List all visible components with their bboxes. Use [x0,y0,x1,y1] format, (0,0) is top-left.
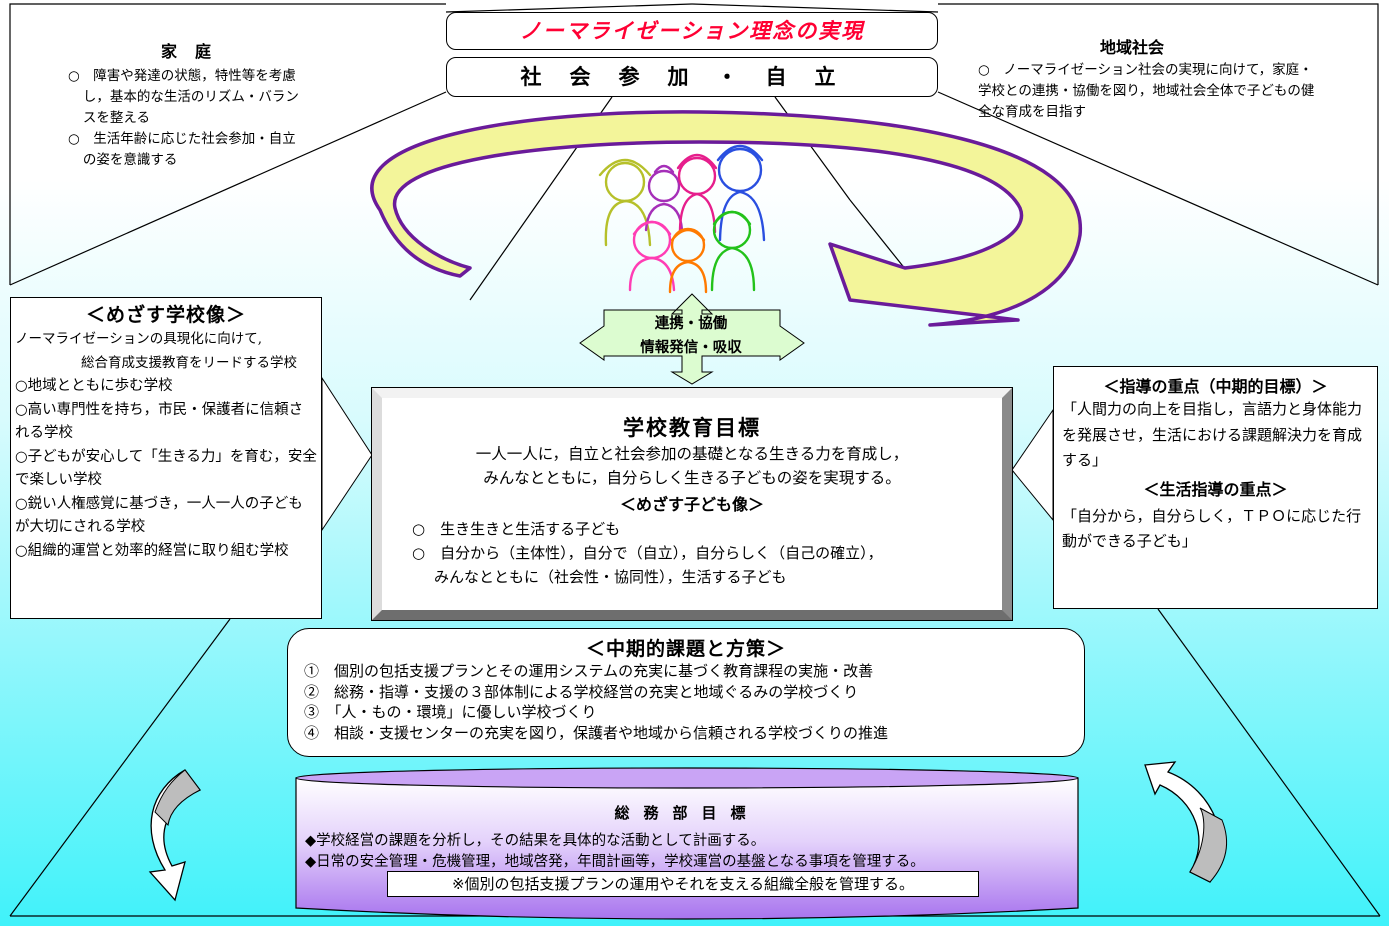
link-label-line2: 情報発信・吸収 [640,340,742,356]
community-heading: 地域社会 [1100,38,1165,57]
general-affairs-heading: 総務部目標 [614,804,760,822]
family-item: ○ 生活年齢に応じた社会参加・自立の姿を意識する [68,131,296,168]
child-image-item: ○ 生き生きと生活する子ども [412,520,621,538]
general-affairs-note: ※個別の包括支援プランの運用やそれを支える組織全般を管理する。 [387,871,979,897]
cycle-arrow-icon [370,110,1082,327]
school-goal-line2: みんなとともに，自分らしく生きる子どもの姿を実現する。 [483,469,901,487]
school-image-lead2: 総合育成支援教育をリードする学校 [81,354,297,371]
school-image-item: ○鋭い人権感覚に基づき，一人一人の子どもが大切にされる学校 [15,495,303,536]
left-curved-arrow-fill [154,769,201,827]
midterm-item: ④ 相談・支援センターの充実を図り，保護者や地域から信頼される学校づくりの推進 [304,723,888,742]
life-guidance-heading: ＜生活指導の重点＞ [1143,479,1288,499]
child-image-item: ○ 自分から（主体性），自分で（自立），自分らしく（自己の確立）， [412,544,883,562]
school-image-lead1: ノーマライゼーションの具現化に向けて, [15,331,263,347]
community-text: ○ ノーマライゼーション社会の実現に向けて，家庭・学校との連携・協働を図り，地域… [978,62,1315,120]
general-affairs-item: ◆学校経営の課題を分析し，その結果を具体的な活動として計画する。 [305,833,766,849]
school-image-item: ○地域とともに歩む学校 [15,378,173,394]
school-image-item: ○高い専門性を持ち，市民・保護者に信頼される学校 [15,401,304,442]
school-image-box: ＜めざす学校像＞ ノーマライゼーションの具現化に向けて, 総合育成支援教育をリー… [10,297,322,619]
midterm-item: ① 個別の包括支援プランとその運用システムの充実に基づく教育課程の実施・改善 [304,662,874,680]
midterm-heading: ＜中期的課題と方策＞ [585,638,786,660]
school-goal-heading: 学校教育目標 [623,415,761,440]
general-affairs-item: ◆日常の安全管理・危機管理，地域啓発，年間計画等，学校運営の基盤となる事項を管理… [305,854,925,870]
midterm-box: ＜中期的課題と方策＞ ① 個別の包括支援プランとその運用システムの充実に基づく教… [287,628,1085,757]
child-image-heading: ＜めざす子ども像＞ [619,495,764,514]
guidance-box: ＜指導の重点（中期的目標）＞ 「人間力の向上を目指し，言語力と身体能力を発展させ… [1053,366,1378,609]
family-item: ○ 障害や発達の状態，特性等を考慮し，基本的な生活のリズム・バランスを整える [68,68,299,126]
school-image-heading: ＜めざす学校像＞ [85,304,246,326]
guidance-text: 「人間力の向上を目指し，言語力と身体能力を発展させ，生活における課題解決力を育成… [1062,400,1363,469]
family-heading: 家庭 [160,42,229,61]
school-goal-box: 学校教育目標 一人一人に，自立と社会参加の基礎となる生きる力を育成し， みんなと… [371,387,1013,621]
link-label: 連携・協働 情報発信・吸収 [604,312,778,360]
left-pointer-icon [321,376,373,532]
life-guidance-text: 「自分から，自分らしく，ＴＰＯに応じた行動ができる子ども」 [1062,506,1362,551]
right-curved-arrow-fill [1189,807,1228,883]
midterm-item: ③ 「人・もの・環境」に優しい学校づくり [304,703,597,721]
child-image-item-cont: みんなとともに（社会性・協同性），生活する子ども [434,568,787,586]
midterm-item: ② 総務・指導・支援の３部体制による学校経営の充実と地域ぐるみの学校づくり [304,682,859,701]
guidance-heading: ＜指導の重点（中期的目標）＞ [1103,377,1328,396]
school-goal-line1: 一人一人に，自立と社会参加の基礎となる生きる力を育成し， [475,445,909,463]
general-affairs-box: 総務部目標 ◆学校経営の課題を分析し，その結果を具体的な活動として計画する。 ◆… [296,790,1078,918]
participation-title: 社会参加・自立 [446,57,938,97]
vision-title: ノーマライゼーション理念の実現 [446,12,938,50]
link-label-line1: 連携・協働 [654,316,728,332]
school-image-item: ○組織的運営と効率的経営に取り組む学校 [15,542,289,559]
link-arrow-icon [579,293,805,385]
children-group-icon [598,144,766,294]
family-text: ○ 障害や発達の状態，特性等を考慮し，基本的な生活のリズム・バランスを整える ○… [68,66,308,172]
school-image-item: ○子どもが安心して「生きる力」を育む，安全で楽しい学校 [15,448,317,489]
right-pointer-icon [1011,408,1054,522]
